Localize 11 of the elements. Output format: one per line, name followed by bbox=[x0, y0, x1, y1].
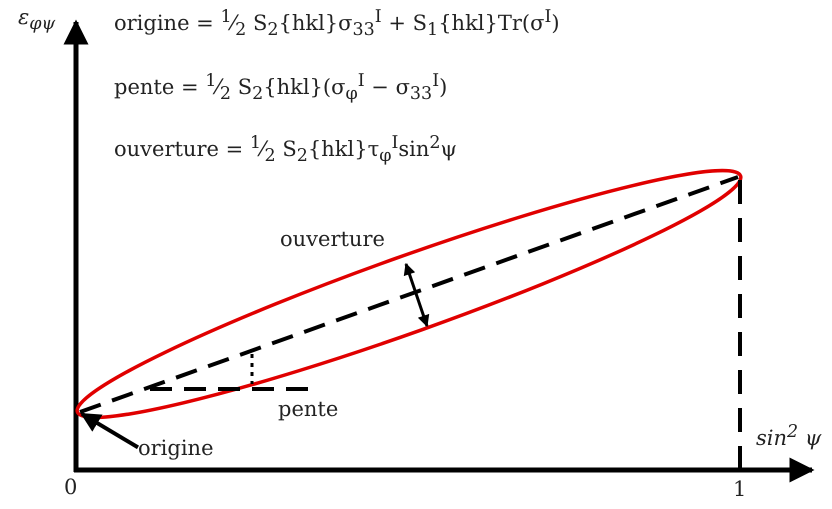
axis-label: sin$^{2}$ ψ bbox=[756, 423, 822, 450]
annotation-label: ouverture bbox=[280, 228, 385, 252]
tick-label: 1 bbox=[733, 478, 746, 502]
annotation-label: pente bbox=[278, 398, 338, 422]
formula-text: ouverture = $^{1}$⁄$_{2}$ S$_{2}${hkl}τ$_{φ}$$^{I}$sin$^{2}$ψ bbox=[114, 134, 458, 166]
formula-text: origine = $^{1}$⁄$_{2}$ S$_{2}${hkl}σ$_{33}$$^{I}$ + S$_{1}${hkl}Tr(σ$^{I}$) bbox=[114, 8, 560, 40]
annotation-label: origine bbox=[138, 437, 214, 460]
tick-label: 0 bbox=[64, 476, 78, 500]
leader-arrow bbox=[80, 412, 140, 450]
formula-text: pente = $^{1}$⁄$_{2}$ S$_{2}${hkl}(σ$_{φ}$$^{I}$ − σ$_{33}$$^{I}$) bbox=[114, 72, 448, 104]
axis-label: ε$_{φψ}$ bbox=[18, 6, 56, 34]
